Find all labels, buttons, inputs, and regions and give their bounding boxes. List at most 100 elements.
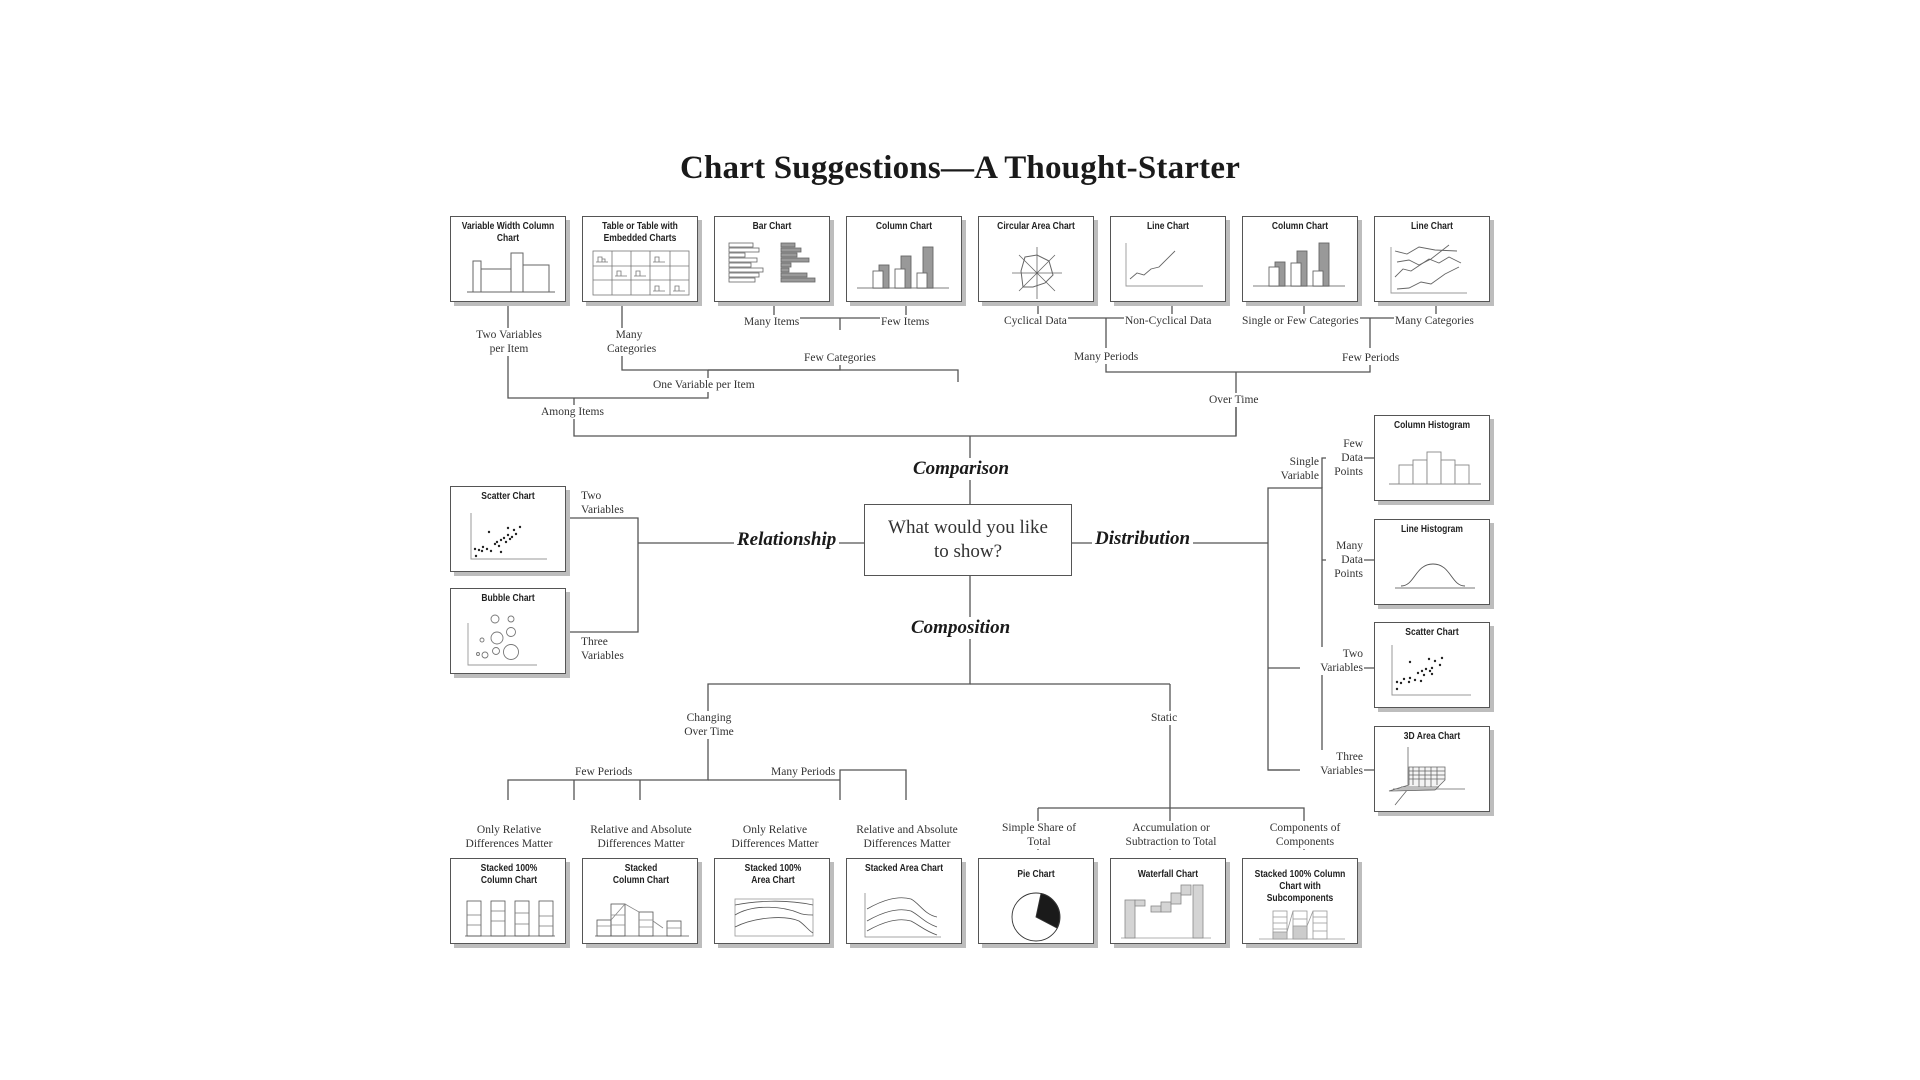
chart-card-scatter-distribution: Scatter Chart	[1374, 622, 1490, 708]
branch-label-two-variables-per-item: Two Variables per Item	[473, 328, 545, 356]
chart-card-title: Table or Table with Embedded Charts	[602, 221, 678, 244]
chart-card-table-embedded: Table or Table with Embedded Charts	[582, 216, 698, 302]
chart-card-title: Line Histogram	[1401, 524, 1463, 535]
chart-card-title: Stacked 100% Column Chart with Subcompon…	[1254, 869, 1346, 904]
chart-card-line-histogram: Line Histogram	[1374, 519, 1490, 605]
branch-label-single-or-few-categories: Single or Few Categories	[1241, 314, 1360, 328]
branch-label-few-data-points: Few Data Points	[1326, 437, 1364, 479]
line-histogram-icon	[1395, 563, 1475, 589]
scatter-chart-icon	[1391, 645, 1471, 696]
table-embedded-charts-icon	[592, 250, 690, 296]
connector	[639, 769, 907, 800]
bubble-chart-icon	[467, 614, 537, 666]
branch-label-few-periods: Few Periods	[1341, 351, 1401, 365]
branch-label-many-items: Many Items	[743, 315, 801, 329]
stacked-100-column-subcomponents-icon	[1259, 910, 1345, 940]
chart-card-bar: Bar Chart	[714, 216, 830, 302]
branch-label-static: Static	[1150, 711, 1179, 725]
chart-card-column: Column Chart	[846, 216, 962, 302]
branch-label-one-variable-per-item: One Variable per Item	[652, 378, 756, 392]
chart-card-line: Line Chart	[1110, 216, 1226, 302]
column-chart-icon	[1253, 242, 1345, 287]
connector	[573, 398, 1237, 437]
connector	[1303, 306, 1437, 348]
category-relationship: Relationship	[734, 529, 840, 551]
chart-card-3d-area: 3D Area Chart	[1374, 726, 1490, 812]
branch-label-single-variable: Single Variable	[1264, 455, 1320, 483]
category-distribution: Distribution	[1092, 528, 1194, 550]
stacked-100-column-chart-icon	[465, 900, 555, 937]
chart-card-title: Variable Width Column Chart	[461, 221, 555, 244]
branch-label-three-variables-distribution: Three Variables	[1300, 750, 1364, 778]
chart-card-title: Pie Chart	[1017, 869, 1055, 880]
branch-label-many-categories-time: Many Categories	[1394, 314, 1475, 328]
chart-card-column-histogram: Column Histogram	[1374, 415, 1490, 501]
branch-label-among-items: Among Items	[540, 405, 605, 419]
branch-label-two-variables-distribution: Two Variables	[1300, 647, 1364, 675]
waterfall-chart-icon	[1121, 884, 1211, 939]
chart-card-title: Line Chart	[1146, 221, 1190, 232]
chart-card-title: Stacked 100% Column Chart	[480, 863, 538, 886]
chart-card-title: Stacked 100% Area Chart	[744, 863, 802, 886]
branch-label-few-categories: Few Categories	[803, 351, 877, 365]
chart-card-column-2: Column Chart	[1242, 216, 1358, 302]
chart-card-title: Bar Chart	[752, 221, 792, 232]
chart-card-title: 3D Area Chart	[1403, 731, 1461, 742]
column-histogram-icon	[1389, 451, 1481, 485]
chart-card-stacked-100-subcomponents: Stacked 100% Column Chart with Subcompon…	[1242, 858, 1358, 944]
column-chart-icon	[857, 246, 949, 289]
branch-label-non-cyclical-data: Non-Cyclical Data	[1124, 314, 1213, 328]
bar-chart-icon	[728, 242, 816, 283]
branch-label-two-variables-relationship: Two Variables	[580, 489, 632, 517]
line-chart-icon	[1125, 243, 1203, 287]
branch-label-relative-absolute-2: Relative and Absolute Differences Matter	[846, 823, 968, 851]
variable-width-column-chart-icon	[467, 252, 555, 293]
chart-card-circular-area: Circular Area Chart	[978, 216, 1094, 302]
branch-label-cyclical-data: Cyclical Data	[1003, 314, 1068, 328]
branch-label-components: Components of Components	[1254, 821, 1356, 849]
chart-card-stacked-column: Stacked Column Chart	[582, 858, 698, 944]
branch-label-few-periods-composition: Few Periods	[574, 765, 634, 779]
3d-area-chart-icon	[1388, 747, 1465, 806]
connector	[1037, 807, 1305, 822]
connector	[773, 306, 907, 330]
scatter-chart-icon	[470, 513, 547, 560]
chart-card-title: Stacked Column Chart	[612, 863, 670, 886]
chart-card-waterfall: Waterfall Chart	[1110, 858, 1226, 944]
branch-label-many-data-points: Many Data Points	[1326, 539, 1364, 581]
chart-card-stacked-area: Stacked Area Chart	[846, 858, 962, 944]
branch-label-accumulation: Accumulation or Subtraction to Total	[1110, 821, 1232, 849]
stacked-column-chart-icon	[595, 903, 689, 937]
branch-label-simple-share: Simple Share of Total	[988, 821, 1090, 849]
connector	[1037, 306, 1173, 348]
branch-label-many-periods: Many Periods	[1073, 350, 1140, 364]
chart-card-title: Scatter Chart	[481, 491, 535, 502]
chart-card-title: Column Chart	[875, 221, 933, 232]
branch-label-few-items: Few Items	[880, 315, 931, 329]
branch-label-relative-absolute-1: Relative and Absolute Differences Matter	[580, 823, 702, 851]
center-question-box: What would you like to show?	[864, 504, 1072, 576]
chart-card-pie: Pie Chart	[978, 858, 1094, 944]
chart-card-stacked-100-area: Stacked 100% Area Chart	[714, 858, 830, 944]
stacked-area-chart-icon	[864, 893, 941, 938]
chart-card-title: Waterfall Chart	[1137, 869, 1199, 880]
chart-card-multi-line: Line Chart	[1374, 216, 1490, 302]
branch-label-only-relative-2: Only Relative Differences Matter	[724, 823, 826, 851]
branch-label-three-variables-relationship: Three Variables	[580, 635, 632, 663]
page-title: Chart Suggestions—A Thought-Starter	[679, 150, 1241, 186]
chart-card-title: Bubble Chart	[481, 593, 535, 604]
circular-area-chart-icon	[1012, 247, 1062, 299]
chart-card-title: Stacked Area Chart	[864, 863, 944, 874]
chart-card-bubble: Bubble Chart	[450, 588, 566, 674]
branch-label-over-time: Over Time	[1208, 393, 1260, 407]
branch-label-changing-over-time: Changing Over Time	[675, 711, 743, 739]
chart-card-title: Scatter Chart	[1405, 627, 1459, 638]
branch-label-only-relative-1: Only Relative Differences Matter	[458, 823, 560, 851]
chart-card-title: Line Chart	[1410, 221, 1454, 232]
category-composition: Composition	[908, 617, 1014, 639]
chart-card-title: Column Chart	[1271, 221, 1329, 232]
category-comparison: Comparison	[910, 458, 1013, 480]
pie-chart-icon	[1011, 892, 1061, 942]
center-question: What would you like to show?	[888, 517, 1048, 562]
